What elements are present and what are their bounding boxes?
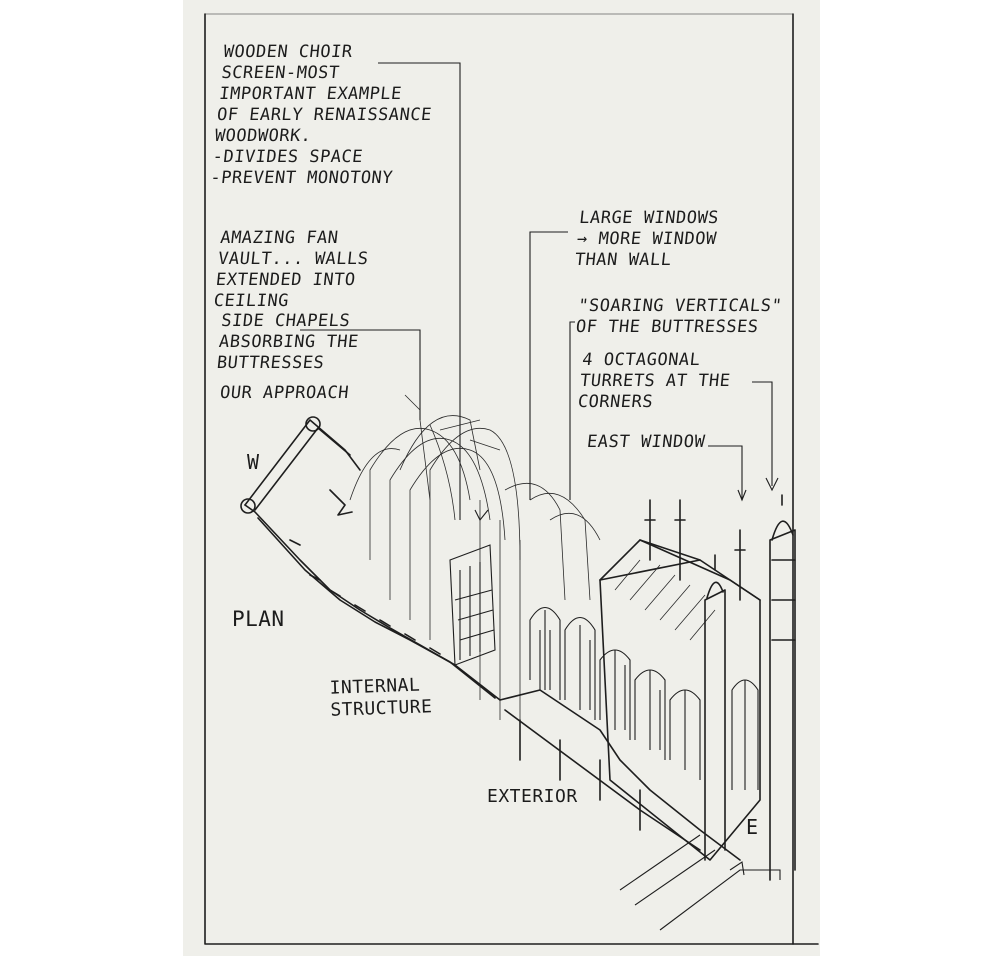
note-line: OF EARLY RENAISSANCE [216,105,433,125]
note-line: → MORE WINDOW [576,229,718,249]
note-line: EXTENDED INTO [214,270,357,290]
note-line: WOODEN CHOIR [222,42,354,62]
label-plan: PLAN [232,607,285,631]
note-east-window: EAST WINDOW [586,432,706,453]
leader-lines [300,62,779,520]
note-line: 4 OCTAGONAL [581,350,702,370]
page-frame [204,13,819,945]
note-line: EAST WINDOW [586,432,707,452]
choir-screen [449,509,496,666]
label-line: STRUCTURE [330,696,433,721]
plan-outline [240,416,501,701]
corner-turrets [644,494,796,881]
note-line: CORNERS [576,392,655,412]
note-line: OF THE BUTTRESSES [574,317,760,337]
note-line: ABSORBING THE [218,332,360,352]
label-exterior: EXTERIOR [487,786,578,807]
note-line: AMAZING FAN [219,228,340,248]
note-line: BUTTRESSES [215,353,326,373]
note-octagonal-turrets: 4 OCTAGONAL TURRETS AT THE CORNERS [577,350,734,413]
note-line: -DIVIDES SPACE [211,147,364,167]
note-line: OUR APPROACH [219,383,350,403]
sketchbook-page [183,0,820,956]
note-line: "SOARING VERTICALS" [577,296,784,316]
note-line: IMPORTANT EXAMPLE [218,84,403,104]
note-line: SCREEN-MOST [220,63,341,83]
note-line: -PREVENT MONOTONY [209,168,394,188]
note-line: LARGE WINDOWS [578,208,720,228]
note-line: WOODWORK. [213,126,313,146]
note-side-chapels: SIDE CHAPELS ABSORBING THE BUTTRESSES [216,311,362,374]
large-windows [529,606,759,790]
note-line: VAULT... WALLS [217,249,370,269]
note-line: THAN WALL [573,250,673,270]
note-our-approach: OUR APPROACH [219,383,350,404]
note-soaring-verticals: "SOARING VERTICALS" OF THE BUTTRESSES [575,296,783,338]
roof-hatching [614,559,716,641]
label-east: E [746,815,759,839]
east-approach-arrow [619,834,781,931]
label-west: W [247,450,260,474]
note-line: TURRETS AT THE [579,371,732,391]
note-choir-screen: WOODEN CHOIR SCREEN-MOST IMPORTANT EXAMP… [209,42,439,189]
note-fan-vault: AMAZING FAN VAULT... WALLS EXTENDED INTO… [213,228,372,312]
label-internal-structure: INTERNAL STRUCTURE [329,674,433,722]
note-line: CEILING [212,291,290,311]
fan-vault-interior [349,394,601,730]
note-large-windows: LARGE WINDOWS → MORE WINDOW THAN WALL [574,208,720,271]
note-line: SIDE CHAPELS [220,311,352,331]
